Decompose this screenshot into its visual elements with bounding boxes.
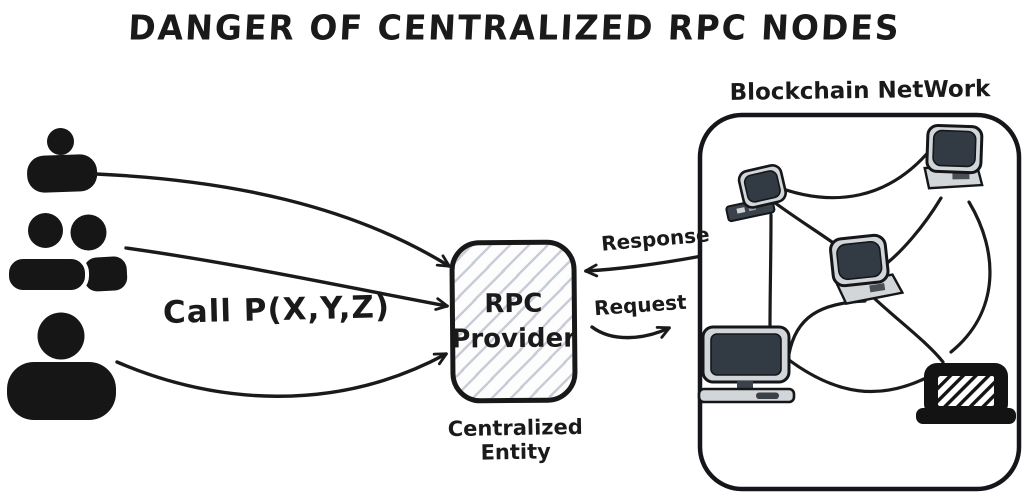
call-label: Call P(X,Y,Z) — [162, 289, 391, 331]
single-user-large-icon — [7, 312, 116, 420]
page-title: DANGER OF CENTRALIZED RPC NODES — [127, 7, 902, 48]
rpc-provider-box: RPC Provider — [449, 239, 578, 404]
desktop-computer-icon — [697, 325, 796, 404]
rpc-provider-label-line2: Provider — [451, 323, 577, 355]
blockchain-network-label: Blockchain NetWork — [729, 76, 991, 106]
centralized-entity-caption: Centralized Entity — [447, 414, 584, 465]
crt-computer-icon — [923, 123, 984, 190]
laptop-icon — [916, 363, 1016, 424]
call-arrow-top — [94, 172, 451, 268]
response-arrow — [584, 254, 704, 278]
single-user-icon — [27, 128, 98, 193]
rpc-provider-label-line1: RPC — [484, 288, 543, 320]
request-arrow — [590, 325, 671, 340]
call-arrows — [94, 172, 451, 398]
user-pair-icon — [5, 213, 128, 294]
call-arrow-middle — [124, 246, 449, 311]
call-arrow-bottom — [115, 352, 448, 398]
crt-computer-icon — [725, 164, 787, 223]
crt-computer-icon — [829, 233, 905, 305]
users-group — [5, 128, 128, 420]
